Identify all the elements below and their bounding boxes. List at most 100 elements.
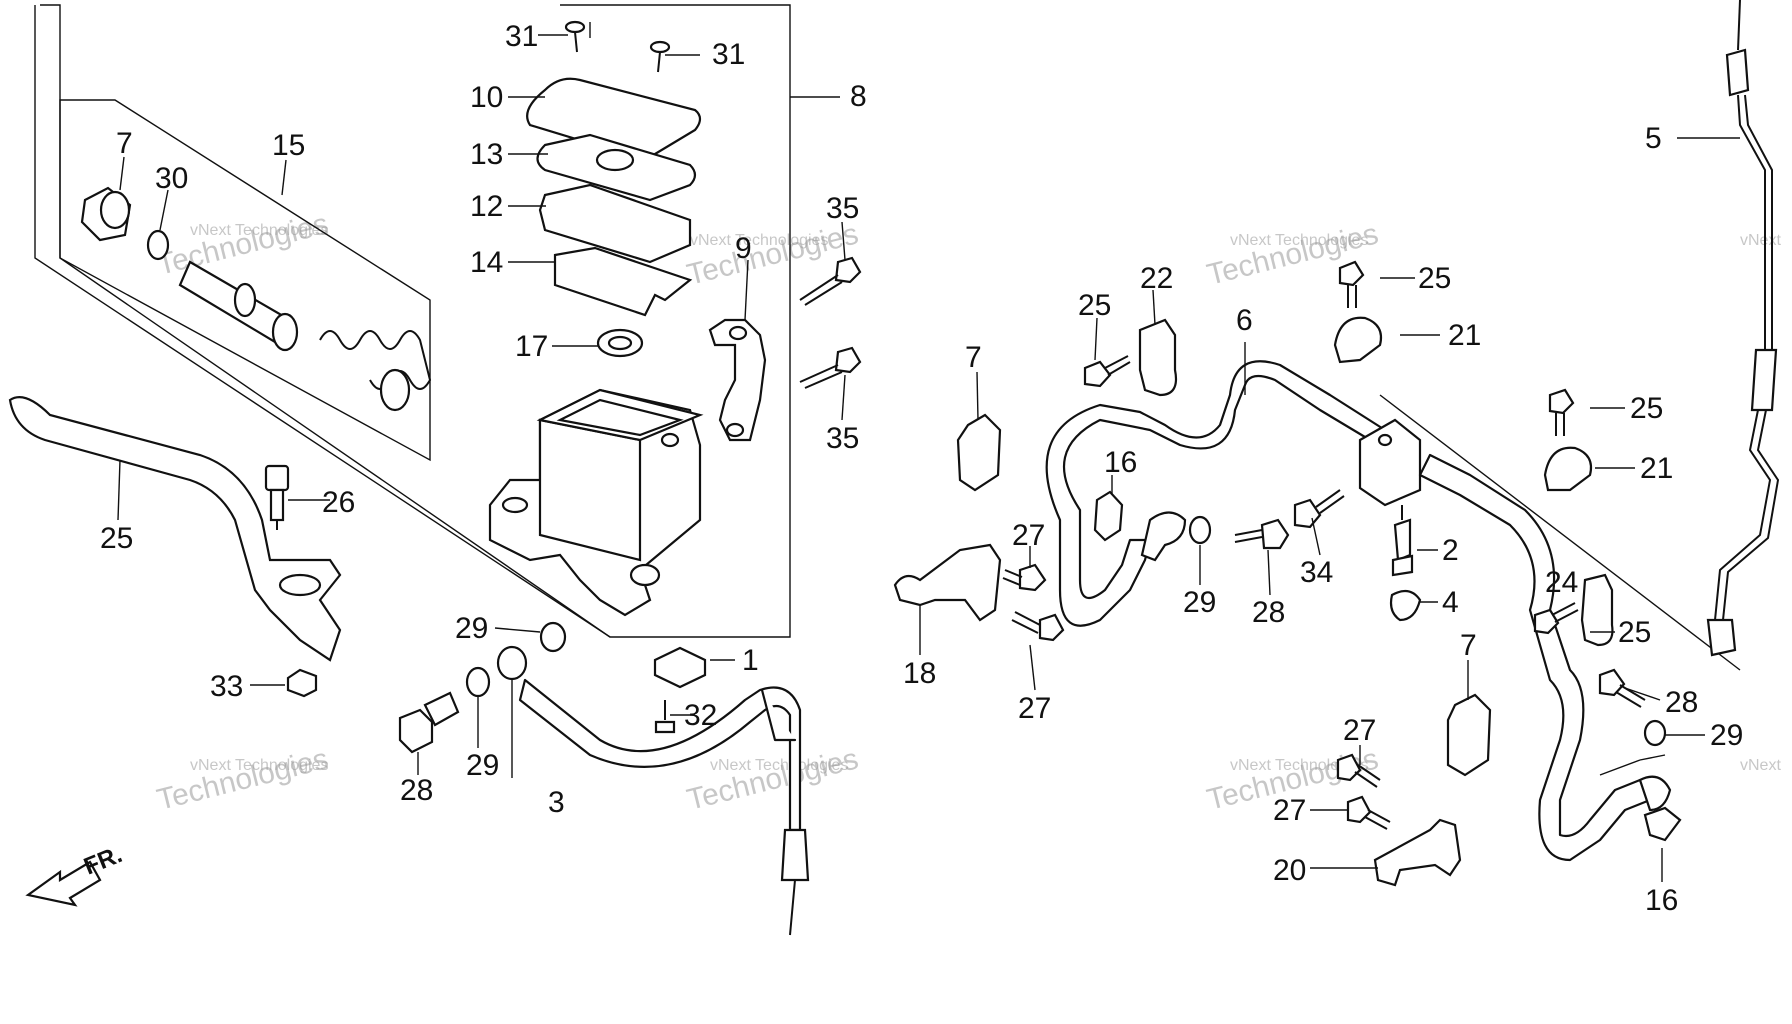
bolt-part-25 xyxy=(1338,260,1365,308)
pivot-bolt-part-26 xyxy=(264,464,290,530)
callout-16: 16 xyxy=(1104,446,1137,479)
clamp-part-23 xyxy=(1580,573,1614,647)
brake-hose-part-6 xyxy=(1045,360,1417,627)
callout-4: 3 xyxy=(548,786,565,819)
callout-32: 32 xyxy=(684,699,717,732)
bolt-part-35 xyxy=(799,256,862,306)
callout-9: 8 xyxy=(850,80,867,113)
callout-23: 25 xyxy=(1618,616,1651,649)
callout-11: 9 xyxy=(735,232,752,265)
spring-part xyxy=(319,330,432,412)
master-cylinder-body xyxy=(488,388,704,617)
callout-25: 25 xyxy=(1078,289,1111,322)
clamp-part-7 xyxy=(1446,693,1492,777)
callout-labels: 31 31 8 10 13 12 14 17 7 30 15 9 35 35 2… xyxy=(100,20,1743,917)
plate-hole xyxy=(595,148,635,172)
callout-18: 17 xyxy=(515,330,548,363)
callout-19: 18 xyxy=(903,657,936,690)
leader-line xyxy=(1599,754,1666,776)
bolt-part-27 xyxy=(1002,563,1047,592)
callout-27: 27 xyxy=(1012,519,1045,552)
bolt-part-27 xyxy=(1336,753,1381,788)
callout-29: 29 xyxy=(455,612,488,645)
bleeder-valve-part-2 xyxy=(1391,505,1414,577)
screw-part-31 xyxy=(564,20,586,53)
watermark-text: vNext Technologies xyxy=(190,757,328,774)
watermark-text: vNext xyxy=(1740,232,1781,249)
diaphragm-part-12 xyxy=(538,183,692,264)
banjo-bolt-part-28 xyxy=(1598,668,1646,708)
front-direction-label: FR. xyxy=(80,841,126,881)
callout-21: 21 xyxy=(1448,319,1481,352)
group-bracket-9 xyxy=(40,4,791,638)
callout-29: 29 xyxy=(1710,719,1743,752)
callout-14: 14 xyxy=(470,246,503,279)
banjo-fitting xyxy=(1638,775,1672,812)
bolt-part-25 xyxy=(1533,602,1579,635)
piston-part xyxy=(178,260,299,352)
washer-part-29 xyxy=(1188,515,1212,545)
watermark-text: vNext Technologies xyxy=(710,757,848,774)
callout-25: 25 xyxy=(1630,392,1663,425)
callout-27: 27 xyxy=(1343,714,1376,747)
callout-5: 5 xyxy=(1645,122,1662,155)
banjo-bolt-part-28 xyxy=(398,691,460,754)
bolt-part-25 xyxy=(1083,355,1131,388)
leader-lines xyxy=(117,22,1740,882)
nut-part-33 xyxy=(286,668,318,698)
callout-8: 7 xyxy=(116,127,133,160)
callout-27: 27 xyxy=(1273,794,1306,827)
callout-31: 31 xyxy=(712,38,745,71)
callout-13: 13 xyxy=(470,138,503,171)
callout-24: 25 xyxy=(100,522,133,555)
seal-part-18 xyxy=(596,328,644,358)
three-way-joint xyxy=(1358,418,1422,507)
callout-7: 7 xyxy=(965,341,982,374)
hose-routing-group xyxy=(893,0,1780,887)
callout-25: 25 xyxy=(1418,262,1451,295)
banjo-bolt-part-28 xyxy=(1234,518,1290,550)
clamp-part-22 xyxy=(1138,318,1178,397)
clamp-part-21 xyxy=(1333,316,1383,364)
callout-28: 28 xyxy=(400,774,433,807)
screw-part-32 xyxy=(654,700,676,734)
watermark-text: vNext Technologies xyxy=(1230,232,1368,249)
callout-31: 31 xyxy=(505,20,538,53)
callout-35: 35 xyxy=(826,422,859,455)
bolt-part-34 xyxy=(1293,489,1345,529)
callout-3: 4 xyxy=(1442,586,1459,619)
callout-22: 22 xyxy=(1140,262,1173,295)
callout-15: 15 xyxy=(272,129,305,162)
callout-6: 6 xyxy=(1236,304,1253,337)
bracket-part-19 xyxy=(893,543,1002,622)
watermark-text: vNext Technologies xyxy=(190,222,328,239)
lever-pivot-hole xyxy=(278,573,322,597)
callout-10: 10 xyxy=(470,81,503,114)
callout-33: 33 xyxy=(210,670,243,703)
bolt-part-25 xyxy=(1548,388,1575,436)
banjo-fitting xyxy=(1140,511,1187,562)
front-direction-arrow: FR. xyxy=(25,841,126,907)
washer-part-29 xyxy=(1643,719,1667,747)
watermark-text: Technologies xyxy=(154,742,332,816)
bolt-part-27 xyxy=(1346,795,1391,830)
brake-switch-part-1 xyxy=(653,646,707,689)
screw-part-31 xyxy=(649,40,671,73)
circlip-part-30 xyxy=(146,229,170,261)
master-cylinder-group: FR. xyxy=(8,4,862,936)
callout-34: 34 xyxy=(1300,556,1333,589)
watermarks: vNext Technologies Technologies vNext Te… xyxy=(154,207,1782,816)
callout-35: 35 xyxy=(826,192,859,225)
clip-part-17 xyxy=(1643,806,1682,842)
holder-hole xyxy=(728,325,748,341)
holder-hole xyxy=(725,422,745,438)
watermark-text: Technologies xyxy=(684,742,862,816)
callout-21: 21 xyxy=(1640,452,1673,485)
group-bracket-edge xyxy=(34,5,611,638)
watermark-text: Technologies xyxy=(154,207,332,281)
clamp-part-7 xyxy=(956,413,1002,492)
callout-25: 24 xyxy=(1545,566,1578,599)
bolt-part-35 xyxy=(799,346,862,389)
boot-part-8 xyxy=(80,186,132,242)
